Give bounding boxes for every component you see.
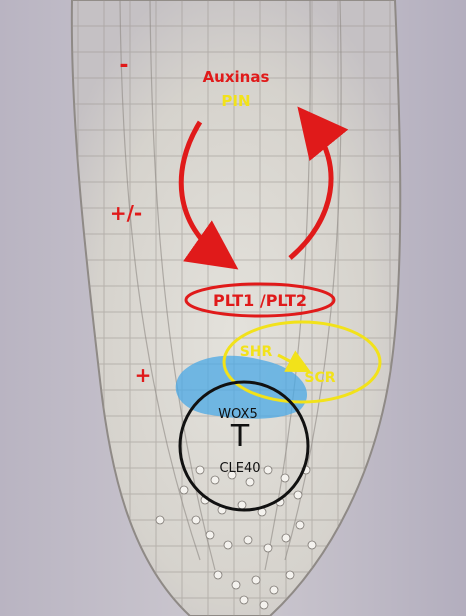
shr-label: SHR bbox=[240, 344, 273, 360]
plt-label: PLT1 /PLT2 bbox=[213, 291, 307, 310]
plus-minus-label: +/- bbox=[110, 201, 142, 225]
scr-label: SCR bbox=[304, 370, 335, 386]
inhibition-symbol: T bbox=[230, 419, 250, 454]
pin-label: PIN bbox=[221, 92, 250, 110]
cle40-label: CLE40 bbox=[219, 461, 260, 476]
minus-label: - bbox=[119, 53, 128, 78]
auxin-label: Auxinas bbox=[203, 68, 270, 86]
plus-label: + bbox=[135, 363, 152, 387]
